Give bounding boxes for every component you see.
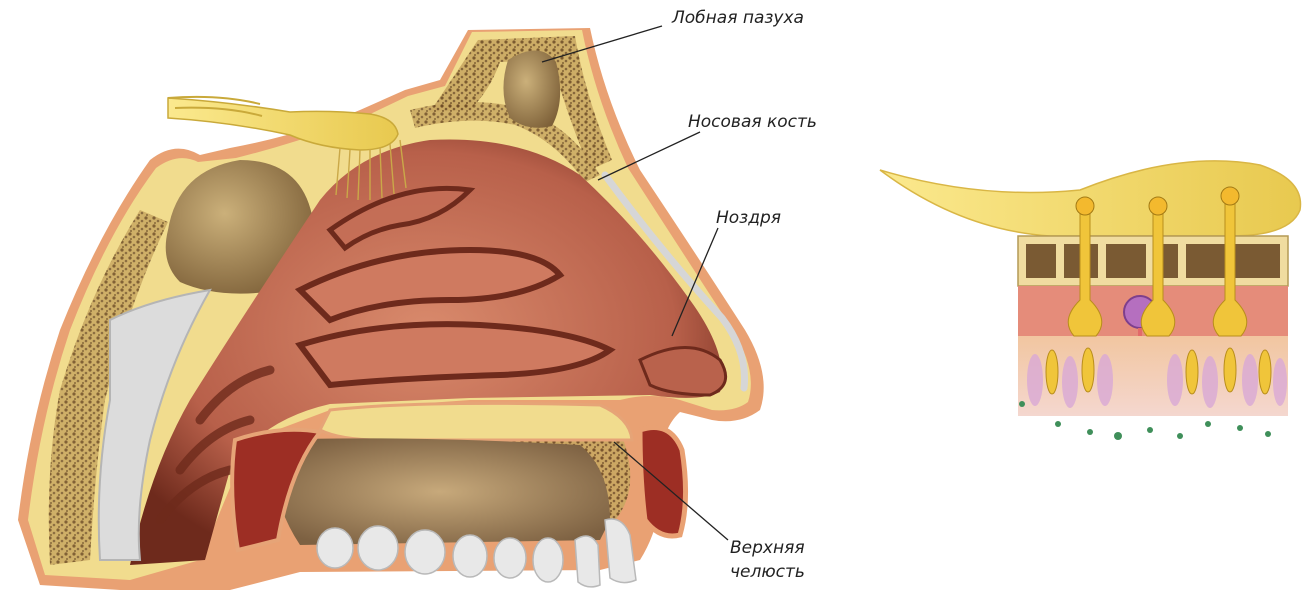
label-nostril: Ноздря	[716, 208, 781, 228]
premolar-1	[453, 535, 487, 577]
incisor-1	[575, 536, 600, 587]
label-nasal-bone: Носовая кость	[688, 112, 817, 132]
label-maxilla-line1: Верхняя	[730, 538, 805, 558]
label-frontal-sinus: Лобная пазуха	[672, 8, 804, 28]
label-maxilla-line2: челюсть	[730, 562, 805, 582]
receptor-cell-2	[1082, 348, 1094, 392]
hard-palate	[320, 403, 632, 440]
olfactory-epithelium	[880, 161, 1301, 440]
frontal-sinus-cavity	[503, 50, 560, 127]
nasal-section	[18, 28, 764, 590]
molar-2	[358, 526, 398, 570]
receptor-cell-4	[1224, 348, 1236, 392]
nostril-vestibule	[640, 348, 726, 396]
receptor-cell-3	[1186, 350, 1198, 394]
molar-1	[317, 528, 353, 568]
oral-cavity	[270, 438, 610, 545]
canine	[533, 538, 563, 582]
premolar-2	[494, 538, 526, 578]
receptor-cell-1	[1046, 350, 1058, 394]
upper-lip	[640, 428, 686, 537]
molar-3	[405, 530, 445, 574]
receptor-cell-5	[1259, 350, 1271, 394]
